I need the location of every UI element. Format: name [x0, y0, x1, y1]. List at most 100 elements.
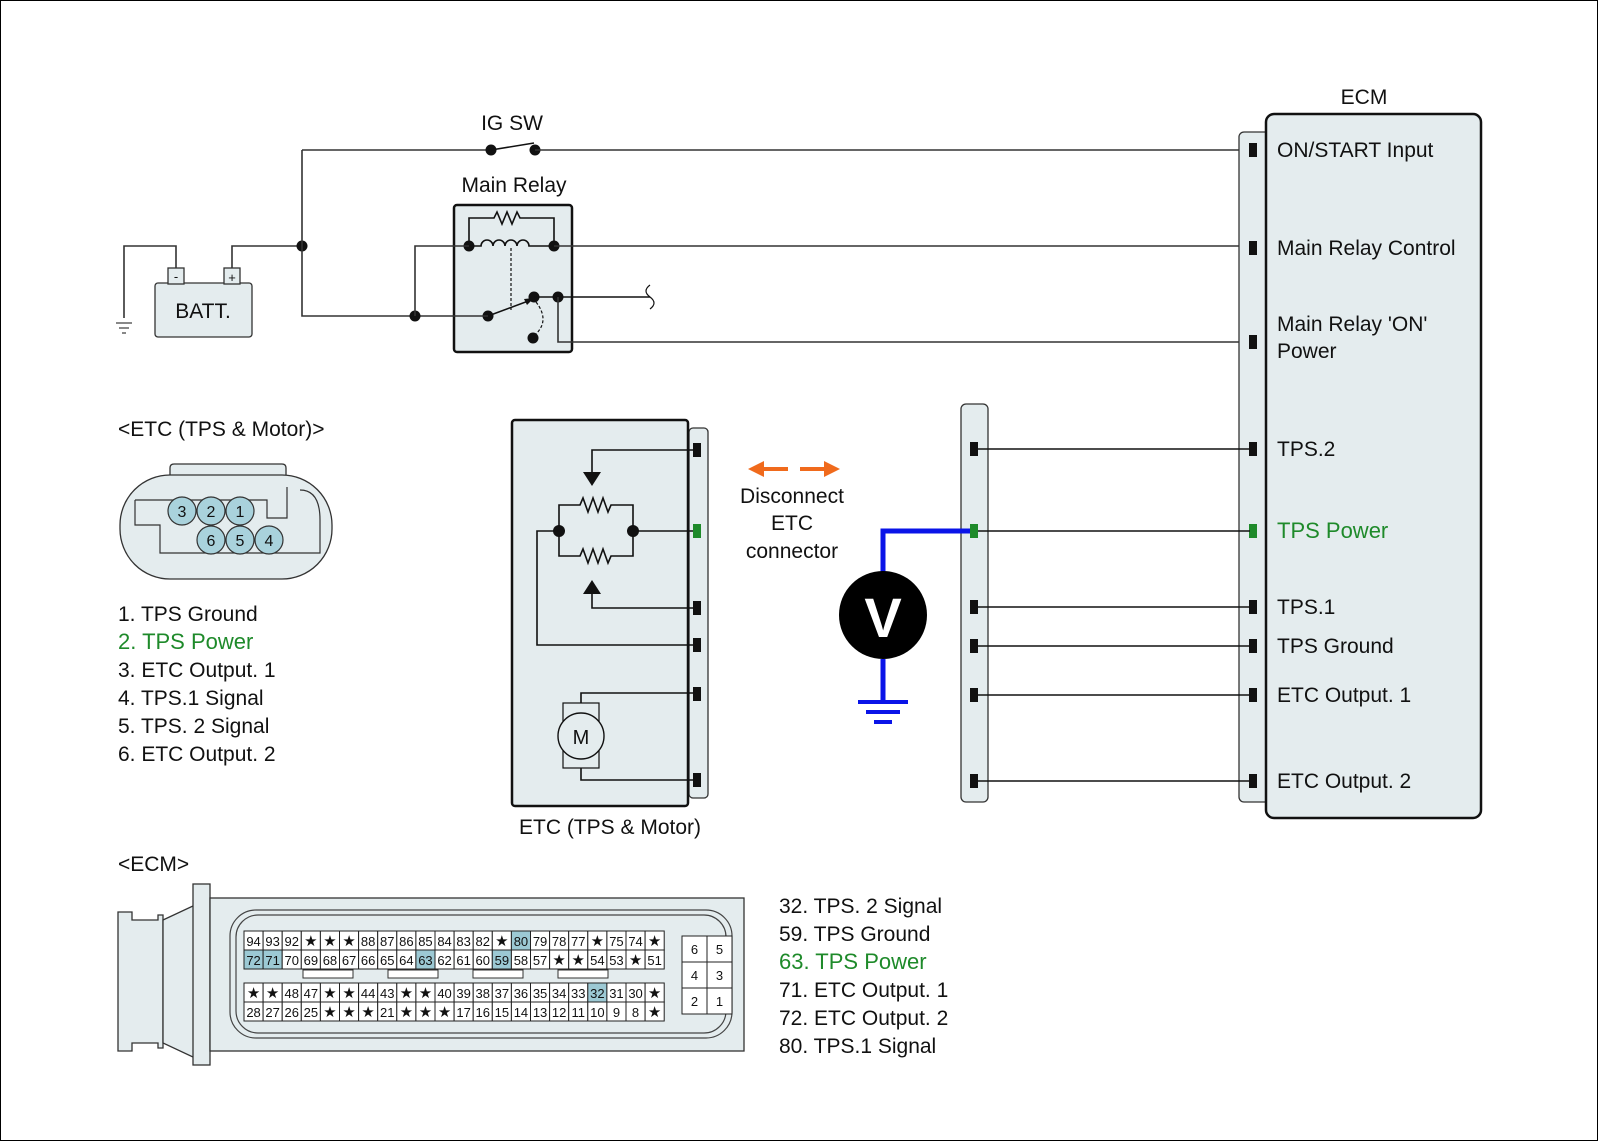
etc-connector-pin: 4	[254, 525, 284, 555]
ecm-pin-number: 72	[246, 953, 260, 968]
ecm-pin-number: 83	[456, 934, 470, 949]
ecm-pin-number: 94	[246, 934, 260, 949]
ecm-pin-cell: 74	[625, 930, 646, 951]
ecm-pin-number: ★	[247, 985, 260, 1002]
ecm-pin-number: 80	[514, 934, 528, 949]
ecm-pin-number: 32	[590, 986, 604, 1001]
terminal-icon	[1249, 335, 1257, 349]
ecm-pin-cell: 10	[587, 1001, 608, 1022]
etc-connector-pin: 2	[196, 496, 226, 526]
terminal-icon	[1249, 241, 1257, 255]
ecm-aux-pin-cell: 6	[681, 935, 708, 963]
ecm-pin-number: 67	[342, 953, 356, 968]
ecm-pin-cell: 48	[281, 982, 302, 1003]
ecm-pin-number: 39	[456, 986, 470, 1001]
ecm-legend-item: 63. TPS Power	[779, 949, 927, 974]
pin-number: 6	[207, 533, 216, 550]
instruction-line-1: Disconnect	[740, 485, 844, 508]
ecm-pin-cell: 21	[377, 1001, 398, 1022]
ecm-pin-cell: 26	[281, 1001, 302, 1022]
ecm-pin-number: 61	[456, 953, 470, 968]
ecm-pin-cell: ★	[587, 930, 608, 951]
ecm-pin-cell: 65	[377, 949, 398, 970]
ecm-pin-number: 44	[361, 986, 375, 1001]
ecm-pin-number: ★	[342, 1004, 355, 1021]
ecm-pin: TPS.2	[1249, 438, 1335, 461]
ecm-pin-number: 84	[437, 934, 451, 949]
wiper-arrow-icon	[583, 472, 601, 486]
ecm-pin-number: 78	[552, 934, 566, 949]
ecm-pin-cell: 30	[625, 982, 646, 1003]
ecm-pin-cell: 62	[434, 949, 455, 970]
ecm-pin-cell: 63	[415, 949, 436, 970]
ecm-connector-body	[117, 883, 745, 1066]
ecm-pin-label: ON/START Input	[1277, 139, 1434, 162]
ecm-pin-cell: 94	[243, 930, 264, 951]
ecm-pin-cell: 59	[491, 949, 512, 970]
ecm-pin-cell: 66	[358, 949, 379, 970]
probe-wire-positive	[880, 528, 970, 585]
ecm-pin-number: 14	[514, 1005, 528, 1020]
ecm-legend-item: 72. ETC Output. 2	[779, 1007, 948, 1030]
resistor-icon	[558, 531, 634, 566]
ecm-pin-cell: 37	[491, 982, 512, 1003]
ecm-pin-cell: 80	[510, 930, 531, 951]
ecm-pin-cell: 38	[472, 982, 493, 1003]
ecm-pin-number: ★	[419, 1004, 432, 1021]
terminal-icon	[1249, 774, 1257, 788]
main-relay-label: Main Relay	[461, 174, 567, 197]
ecm-pin-number: ★	[266, 985, 279, 1002]
ecm-pin-number: 79	[533, 934, 547, 949]
ecm-pin-cell: 27	[262, 1001, 283, 1022]
ecm-pin-cell: 12	[549, 1001, 570, 1022]
ecm-pin-number: 85	[418, 934, 432, 949]
ecm-pin-number: 28	[246, 1005, 260, 1020]
ecm-pin-cell: 39	[453, 982, 474, 1003]
ecm-pin-cell: 51	[644, 949, 665, 970]
ecm-pin-cell: 85	[415, 930, 436, 951]
ecm-pin-cell: ★	[358, 1001, 379, 1022]
voltmeter[interactable]: V	[839, 571, 927, 659]
terminal-icon	[1249, 143, 1257, 157]
resistor-icon	[558, 495, 634, 531]
ecm-pin-cell: ★	[300, 930, 321, 951]
ecm-pin-label-line2: Power	[1277, 340, 1337, 363]
ecm-pin-cell: ★	[415, 1001, 436, 1022]
ecm-pin-cell: 60	[472, 949, 493, 970]
ecm-legend-item: 80. TPS.1 Signal	[779, 1035, 936, 1058]
ignition-switch[interactable]	[485, 142, 541, 156]
ecm-pin-cell: ★	[396, 1001, 417, 1022]
ground-icon	[116, 322, 132, 334]
ecm-pin-number: 25	[304, 1005, 318, 1020]
ecm-pin-number: 15	[495, 1005, 509, 1020]
ecm-pin-number: 9	[613, 1005, 620, 1020]
pin-number: 5	[236, 533, 245, 550]
ecm-pin-number: 48	[285, 986, 299, 1001]
ecm-pin-number: 31	[609, 986, 623, 1001]
ecm-pin-number: 68	[323, 953, 337, 968]
ecm-pin-cell: 83	[453, 930, 474, 951]
terminal-icon	[970, 639, 978, 653]
ecm-pin-number: 62	[437, 953, 451, 968]
ecm-pin-cell: 78	[549, 930, 570, 951]
ecm-pin-cell: 43	[377, 982, 398, 1003]
etc-legend-item: 1. TPS Ground	[118, 603, 258, 626]
ecm-pin: Main Relay 'ON'Power	[1249, 313, 1427, 363]
ecm-pin-number: 36	[514, 986, 528, 1001]
ecm-pin: Main Relay Control	[1249, 237, 1456, 260]
ecm-pin-number: 66	[361, 953, 375, 968]
ecm-pin-number: 59	[495, 953, 509, 968]
etc-legend-item: 3. ETC Output. 1	[118, 659, 276, 682]
ecm-pin-cell: 86	[396, 930, 417, 951]
ecm-pin-cell: 61	[453, 949, 474, 970]
ecm-pin-label: TPS.2	[1277, 438, 1335, 461]
ecm-pin-cell: 82	[472, 930, 493, 951]
ecm-pin-cell: 15	[491, 1001, 512, 1022]
pin-number: 1	[236, 504, 245, 521]
ecm-pin-cell: 14	[510, 1001, 531, 1022]
pin-number: 2	[207, 504, 216, 521]
ecm-pin-number: 69	[304, 953, 318, 968]
ecm-pin: TPS Power	[1249, 518, 1388, 543]
ecm-pin-cell: ★	[415, 982, 436, 1003]
ecm-pin-number: 93	[265, 934, 279, 949]
